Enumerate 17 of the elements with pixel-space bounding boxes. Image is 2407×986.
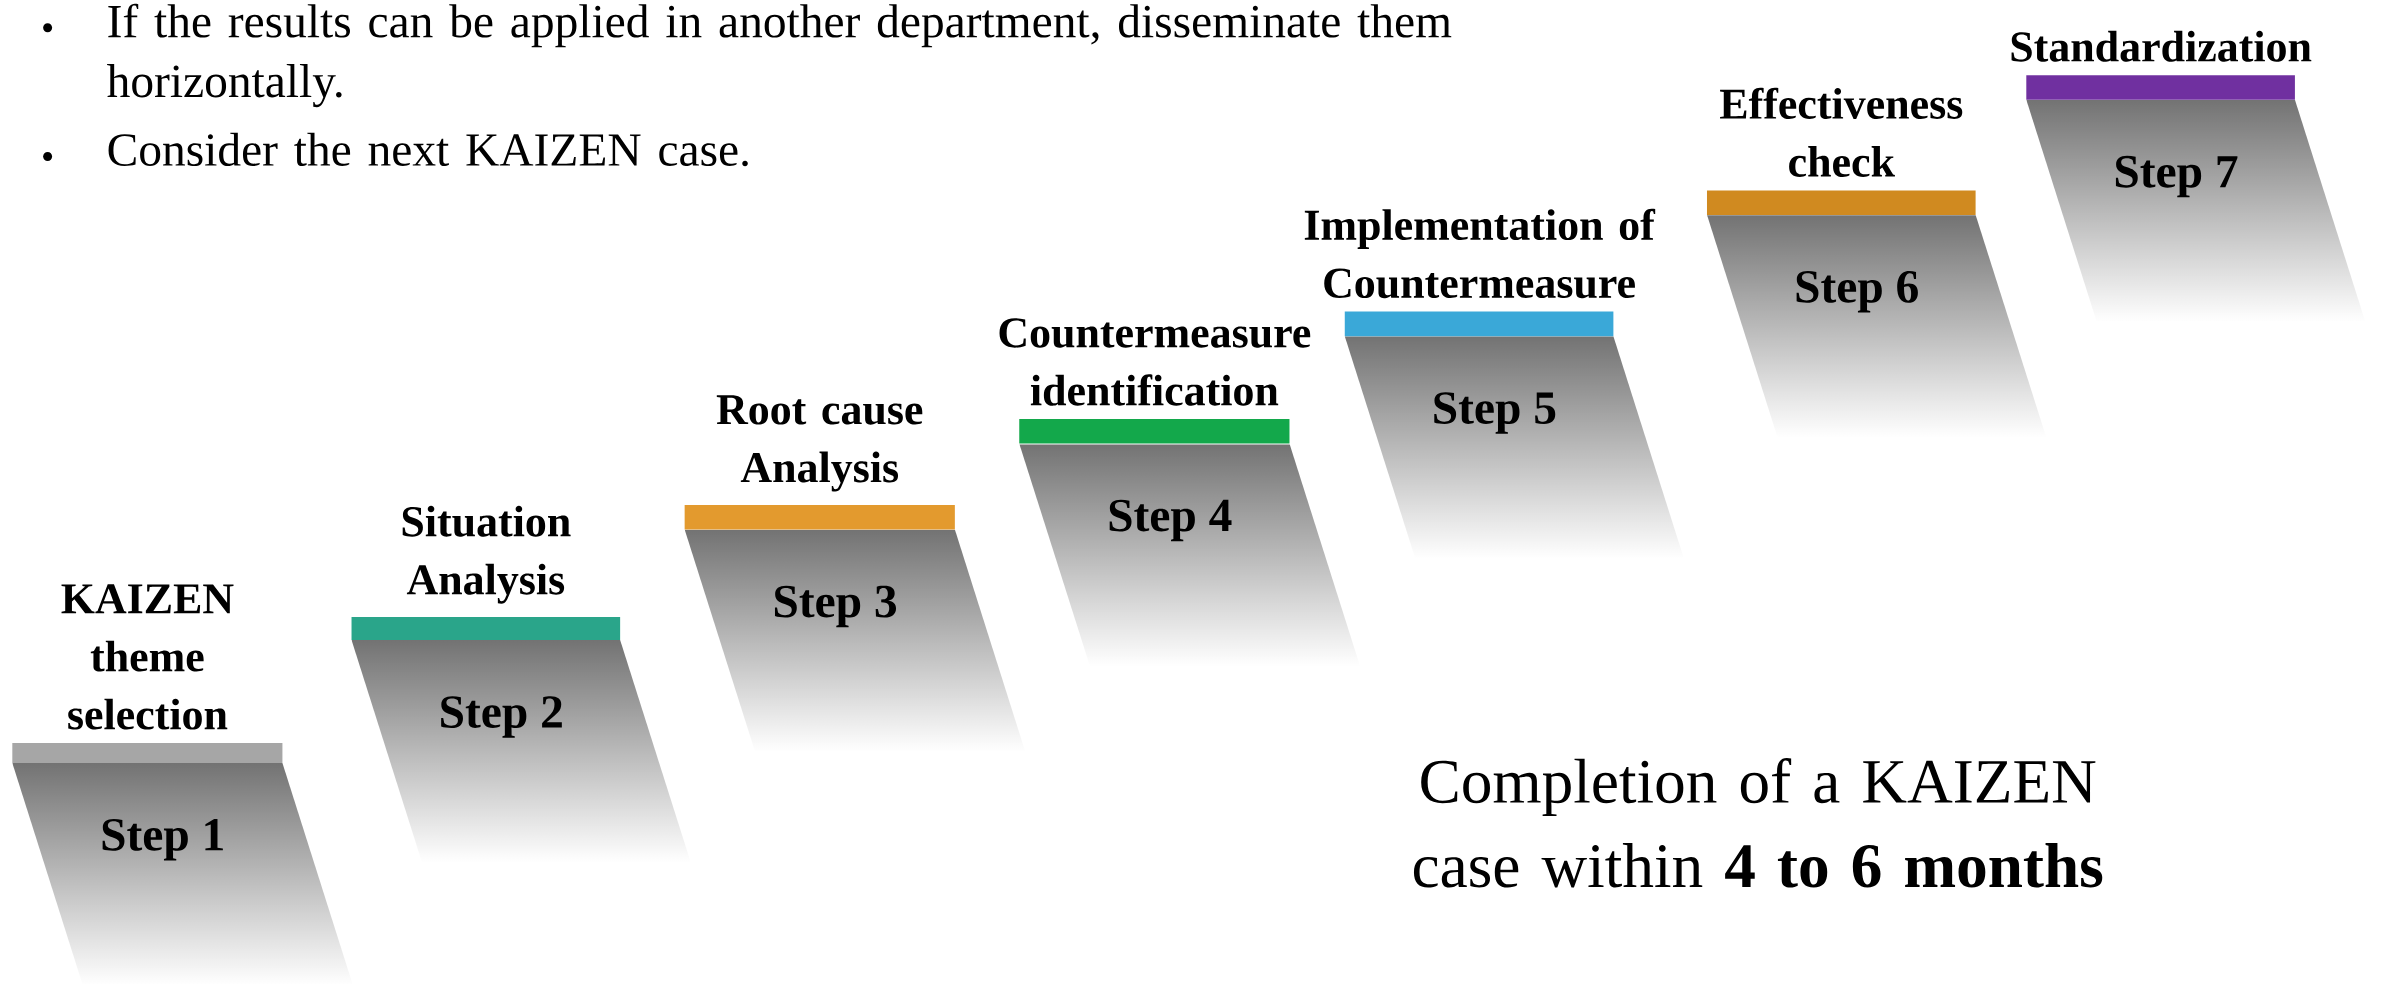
stair-step: Step 5 <box>1344 311 1614 434</box>
note-text: Completion of a KAIZEN case within 4 to 6 months <box>1413 758 2103 888</box>
stair-step: Step 2 <box>351 617 621 738</box>
stair-step: Step 7 <box>2026 75 2295 198</box>
step-heading: Standardization <box>2011 31 2312 62</box>
stair-step: Step 6 <box>1707 190 1976 313</box>
bullet-text: Consider the next KAIZEN case. <box>108 132 748 167</box>
step-heading: KAIZEN theme selection <box>61 584 234 730</box>
step-heading: Root cause Analysis <box>716 395 923 492</box>
step-heading: Countermeasure identification <box>999 318 1311 406</box>
step-heading: Implementation of Countermeasure <box>1304 208 1656 299</box>
stair-step: Step 4 <box>1019 419 1290 542</box>
bullet-text: If the results can be applied in another department, disseminate them horizontally. <box>107 4 1452 108</box>
stair-step: Step 1 <box>12 743 283 861</box>
step-heading: Situation Analysis <box>402 505 571 604</box>
step-heading: Effectiveness check <box>1720 87 1963 178</box>
stair-step: Step 3 <box>684 505 955 628</box>
